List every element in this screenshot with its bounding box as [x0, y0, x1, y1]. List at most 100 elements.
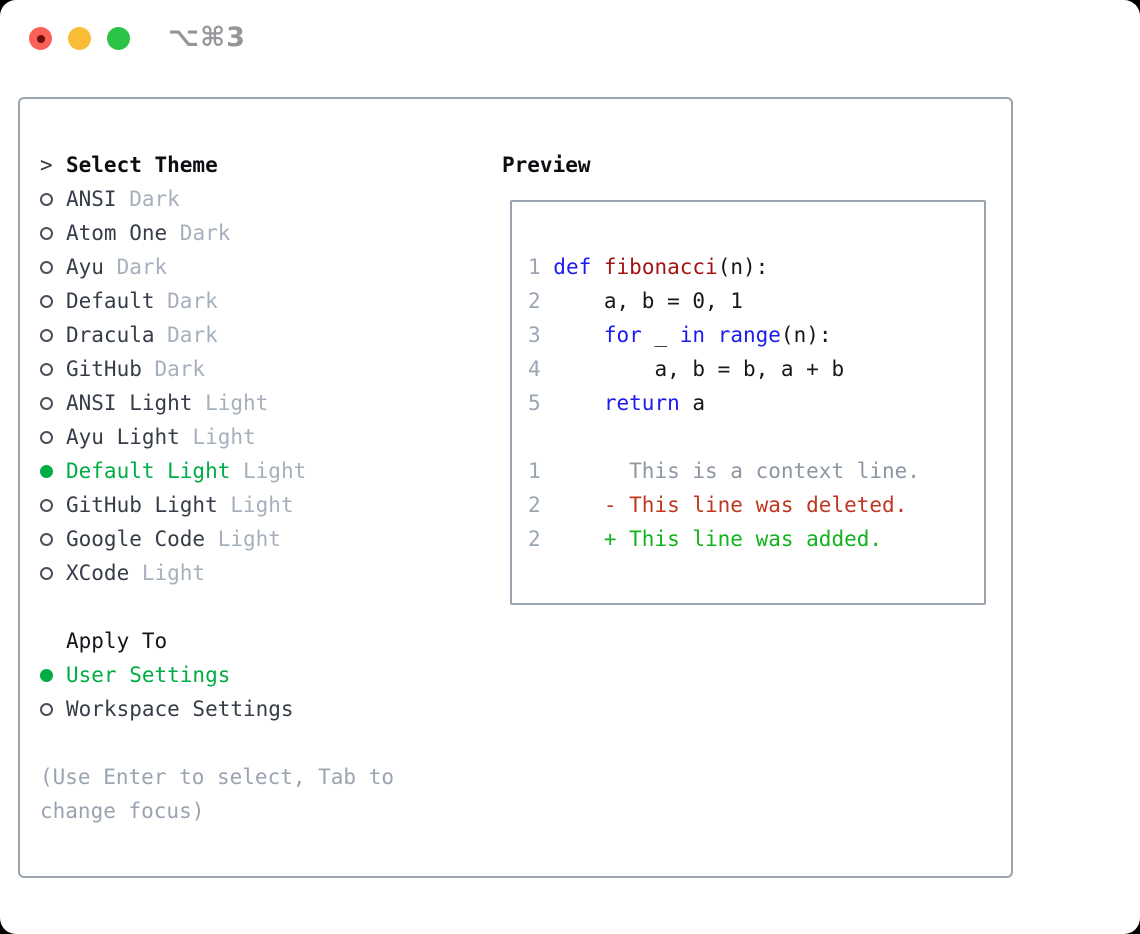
line-number: 2	[528, 493, 554, 517]
radio-icon	[40, 362, 53, 376]
bullet-cell	[40, 226, 66, 240]
code-line: 1 This is a context line.	[528, 454, 974, 488]
option-label: XCode	[66, 561, 130, 585]
code-token-plain	[553, 391, 604, 415]
line-number: 4	[528, 357, 554, 381]
apply-to-option[interactable]: Workspace Settings	[40, 692, 442, 726]
radio-selected-icon	[40, 464, 53, 478]
minimize-button[interactable]	[68, 27, 91, 50]
option-variant-label: Light	[205, 527, 281, 551]
select-theme-header: > Select Theme	[40, 148, 442, 182]
option-label: Default Light	[66, 459, 231, 483]
apply-to-option[interactable]: User Settings	[40, 658, 442, 692]
radio-icon	[40, 498, 53, 512]
line-number: 1	[528, 255, 554, 279]
theme-option[interactable]: GitHub Light Light	[40, 488, 442, 522]
bullet-cell	[40, 396, 66, 410]
option-variant-label: Light	[179, 425, 256, 449]
bullet-cell	[40, 566, 66, 580]
option-label: Atom One	[66, 221, 168, 245]
code-token-plain	[553, 323, 604, 347]
code-token-plain: (n):	[717, 255, 769, 279]
code-token-added: + This line was added.	[553, 527, 883, 551]
line-number: 1	[528, 459, 554, 483]
preview-title: Preview	[502, 153, 591, 177]
option-variant-label: Light	[230, 459, 307, 483]
theme-option[interactable]: Dracula Dark	[40, 318, 442, 352]
option-label: Ayu	[66, 255, 104, 279]
theme-option[interactable]: Default Light Light	[40, 454, 442, 488]
help-text: (Use Enter to select, Tab to change focu…	[40, 765, 395, 823]
code-token-keyword: return	[603, 391, 680, 415]
option-variant-label: Light	[129, 561, 206, 585]
bullet-cell	[40, 702, 66, 716]
theme-option[interactable]: Ayu Light Light	[40, 420, 442, 454]
option-variant-label: Light	[217, 493, 294, 517]
bullet-cell	[40, 430, 66, 444]
bullet-cell	[40, 362, 66, 376]
theme-option[interactable]: Ayu Dark	[40, 250, 442, 284]
theme-option[interactable]: XCode Light	[40, 556, 442, 590]
option-label: Workspace Settings	[66, 697, 294, 721]
theme-option[interactable]: Default Dark	[40, 284, 442, 318]
code-line: 2 a, b = 0, 1	[528, 284, 974, 318]
option-variant-label: Light	[192, 391, 269, 415]
radio-icon	[40, 430, 53, 444]
radio-icon	[40, 226, 53, 240]
radio-icon	[40, 396, 53, 410]
spacer	[40, 590, 442, 624]
zoom-button[interactable]	[107, 27, 130, 50]
code-token-plain: a, b = 0, 1	[553, 289, 743, 313]
option-label: GitHub	[66, 357, 142, 381]
code-token-keyword: def	[553, 255, 592, 279]
code-line: 2 - This line was deleted.	[528, 488, 974, 522]
code-token-plain: a, b = b, a + b	[553, 357, 845, 381]
code-line: 4 a, b = b, a + b	[528, 352, 974, 386]
theme-option[interactable]: GitHub Dark	[40, 352, 442, 386]
radio-icon	[40, 192, 53, 206]
option-label: Dracula	[66, 323, 155, 347]
option-label: ANSI Light	[66, 391, 193, 415]
titlebar: ⌥⌘3	[0, 0, 1140, 97]
code-token-plain: (n):	[780, 323, 832, 347]
line-number: 2	[528, 527, 554, 551]
code-token-plain	[705, 323, 718, 347]
theme-option[interactable]: ANSI Dark	[40, 182, 442, 216]
code-line: 2 + This line was added.	[528, 522, 974, 556]
code-token-plain: _	[641, 323, 680, 347]
option-label: Ayu Light	[66, 425, 180, 449]
window-title: ⌥⌘3	[168, 22, 246, 53]
radio-icon	[40, 328, 53, 342]
radio-icon	[40, 702, 53, 716]
apply-to-header: Apply To	[40, 624, 442, 658]
code-line	[528, 420, 974, 454]
theme-option[interactable]: Google Code Light	[40, 522, 442, 556]
option-label: GitHub Light	[66, 493, 218, 517]
code-token-keyword: in	[679, 323, 706, 347]
code-token-plain: a	[679, 391, 706, 415]
code-token-keyword: range	[717, 323, 781, 347]
close-button[interactable]	[29, 27, 52, 50]
code-token-keyword: for	[603, 323, 642, 347]
option-label: ANSI	[66, 187, 117, 211]
theme-option[interactable]: ANSI Light Light	[40, 386, 442, 420]
option-variant-label: Dark	[103, 255, 168, 279]
theme-option[interactable]: Atom One Dark	[40, 216, 442, 250]
line-number: 3	[528, 323, 554, 347]
line-number: 2	[528, 289, 554, 313]
option-label: User Settings	[66, 663, 231, 687]
code-token-function: fibonacci	[603, 255, 718, 279]
radio-icon	[40, 566, 53, 580]
code-token-deleted: - This line was deleted.	[553, 493, 908, 517]
radio-icon	[40, 260, 53, 274]
radio-icon	[40, 294, 53, 308]
code-line: 5 return a	[528, 386, 974, 420]
option-variant-label: Dark	[167, 221, 231, 245]
option-variant-label: Dark	[141, 357, 206, 381]
bullet-cell	[40, 498, 66, 512]
